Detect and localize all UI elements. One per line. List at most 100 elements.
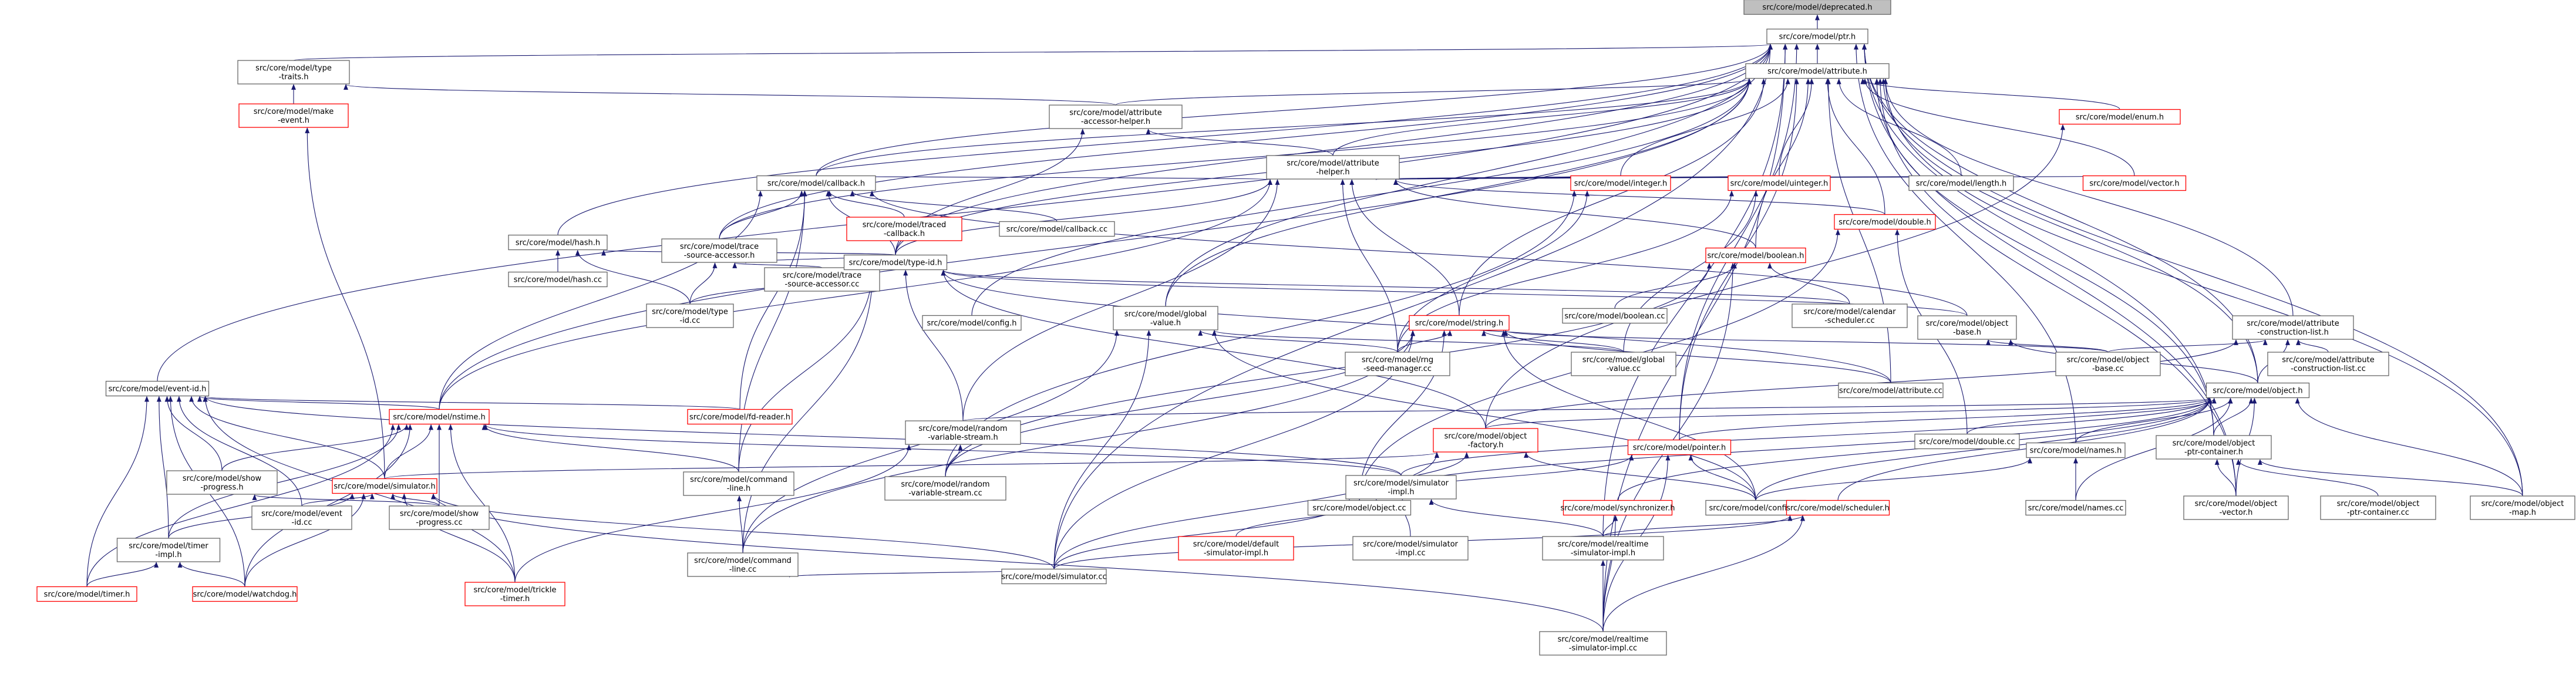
node-box xyxy=(332,478,437,494)
node-global-value[interactable]: src/core/model/global-value.h xyxy=(1113,306,1218,330)
node-attribute[interactable]: src/core/model/attribute.h xyxy=(1745,63,1890,79)
edge-rt-sim-impl-cc-to-scheduler xyxy=(1602,515,1805,632)
node-show-prog-cc[interactable]: src/core/model/show-progress.cc xyxy=(389,505,490,530)
node-attr-constr-cc[interactable]: src/core/model/attribute-construction-li… xyxy=(2267,352,2389,376)
node-object-cc[interactable]: src/core/model/object.cc xyxy=(1307,500,1412,516)
node-rng-seed[interactable]: src/core/model/rng-seed-manager.cc xyxy=(1345,352,1450,376)
node-label: src/core/model/synchronizer.h xyxy=(1560,504,1675,513)
node-sim-impl-cc[interactable]: src/core/model/simulator-impl.cc xyxy=(1352,536,1469,561)
node-label: src/core/model/type-id.h xyxy=(849,259,942,268)
node-enum[interactable]: src/core/model/enum.h xyxy=(2059,109,2181,125)
node-synchronizer[interactable]: src/core/model/synchronizer.h xyxy=(1560,500,1675,516)
node-cmd-line[interactable]: src/core/model/command-line.h xyxy=(683,471,794,496)
node-watchdog[interactable]: src/core/model/watchdog.h xyxy=(192,586,298,602)
node-obj-ptr-cont-cc[interactable]: src/core/model/object-ptr-container.cc xyxy=(2320,495,2436,520)
node-attr-constr[interactable]: src/core/model/attribute-construction-li… xyxy=(2232,315,2354,340)
node-obj-base[interactable]: src/core/model/object-base.h xyxy=(1917,315,2017,340)
node-config-h[interactable]: src/core/model/config.h xyxy=(922,315,1022,331)
edge-timer-to-timer-impl xyxy=(86,562,159,587)
node-callback[interactable]: src/core/model/callback.h xyxy=(756,175,876,191)
edge-cmd-line-cc-to-type-id xyxy=(742,269,875,554)
node-trace-src-cc[interactable]: src/core/model/trace-source-accessor.cc xyxy=(764,267,880,292)
edge-rt-sim-impl-cc-to-simulator xyxy=(431,493,1604,632)
edge-boolean-to-attribute xyxy=(1755,78,1811,248)
node-callback-cc[interactable]: src/core/model/callback.cc xyxy=(999,221,1115,237)
node-obj-map[interactable]: src/core/model/object-map.h xyxy=(2470,495,2575,520)
node-label: -simulator-impl.h xyxy=(1571,549,1635,558)
node-hash[interactable]: src/core/model/hash.h xyxy=(508,234,608,251)
node-string[interactable]: src/core/model/string.h xyxy=(1409,315,1510,331)
node-timer[interactable]: src/core/model/timer.h xyxy=(36,586,137,602)
node-hash-cc[interactable]: src/core/model/hash.cc xyxy=(508,271,608,288)
node-type-traits[interactable]: src/core/model/type-traits.h xyxy=(237,60,350,85)
node-label: -impl.cc xyxy=(1395,549,1425,558)
edge-rng-seed-to-global-value xyxy=(1198,330,1398,353)
node-deprecated: src/core/model/deprecated.h xyxy=(1743,0,1891,15)
node-names-cc[interactable]: src/core/model/names.cc xyxy=(2025,500,2126,516)
node-trace-src[interactable]: src/core/model/trace-source-accessor.h xyxy=(661,238,777,263)
node-type-id-cc[interactable]: src/core/model/type-id.cc xyxy=(646,303,734,328)
node-obj-vector[interactable]: src/core/model/object-vector.h xyxy=(2183,495,2289,520)
node-random-vs[interactable]: src/core/model/random-variable-stream.h xyxy=(905,420,1021,445)
edge-timer-impl-to-event-id xyxy=(156,396,169,539)
edge-trace-src-to-callback xyxy=(719,190,804,239)
node-object[interactable]: src/core/model/object.h xyxy=(2205,382,2310,399)
node-simulator-cc[interactable]: src/core/model/simulator.cc xyxy=(1001,568,1107,585)
node-box xyxy=(2082,175,2187,191)
node-box xyxy=(2055,352,2161,376)
node-pointer[interactable]: src/core/model/pointer.h xyxy=(1627,439,1732,456)
node-nstime[interactable]: src/core/model/nstime.h xyxy=(389,409,490,425)
node-event-id-cc[interactable]: src/core/model/event-id.cc xyxy=(251,505,352,530)
node-boolean[interactable]: src/core/model/boolean.h xyxy=(1705,247,1806,264)
node-uinteger[interactable]: src/core/model/uinteger.h xyxy=(1728,175,1831,191)
node-fd-reader[interactable]: src/core/model/fd-reader.h xyxy=(687,409,793,425)
edge-integer-to-attribute xyxy=(1620,78,1790,176)
node-length[interactable]: src/core/model/length.h xyxy=(1908,175,2014,191)
node-default-sim[interactable]: src/core/model/default-simulator-impl.h xyxy=(1178,536,1294,561)
node-rt-sim-impl[interactable]: src/core/model/realtime-simulator-impl.h xyxy=(1542,536,1664,561)
node-type-id[interactable]: src/core/model/type-id.h xyxy=(843,254,948,271)
node-attr-helper[interactable]: src/core/model/attribute-helper.h xyxy=(1266,155,1400,180)
node-make-event[interactable]: src/core/model/make-event.h xyxy=(238,103,349,128)
node-attribute-cc[interactable]: src/core/model/attribute.cc xyxy=(1838,382,1944,399)
node-label: src/core/model/simulator.cc xyxy=(1001,573,1106,582)
node-integer[interactable]: src/core/model/integer.h xyxy=(1570,175,1671,191)
node-vector[interactable]: src/core/model/vector.h xyxy=(2082,175,2187,191)
node-config-cc[interactable]: src/core/model/config.cc xyxy=(1705,500,1806,516)
node-scheduler[interactable]: src/core/model/scheduler.h xyxy=(1786,500,1890,516)
node-ptr[interactable]: src/core/model/ptr.h xyxy=(1766,28,1868,45)
node-label: src/core/model/trickle xyxy=(473,586,556,595)
node-event-id[interactable]: src/core/model/event-id.h xyxy=(105,380,210,397)
node-label: src/core/model/pointer.h xyxy=(1633,444,1726,453)
node-random-vs-cc[interactable]: src/core/model/random-variable-stream.cc xyxy=(884,476,1006,501)
node-double[interactable]: src/core/model/double.h xyxy=(1834,214,1936,230)
node-calendar[interactable]: src/core/model/calendar-scheduler.cc xyxy=(1792,303,1908,328)
edge-rng-seed-to-string xyxy=(1397,330,1453,353)
node-boolean-cc[interactable]: src/core/model/boolean.cc xyxy=(1562,308,1668,324)
node-sim-impl[interactable]: src/core/model/simulator-impl.h xyxy=(1345,475,1457,500)
node-show-prog[interactable]: src/core/model/show-progress.h xyxy=(166,470,278,495)
node-global-value-cc[interactable]: src/core/model/global-value.cc xyxy=(1571,352,1676,376)
node-traced-cb[interactable]: src/core/model/traced-callback.h xyxy=(846,217,962,241)
node-obj-factory[interactable]: src/core/model/object-factory.h xyxy=(1433,428,1538,453)
edge-trickle-to-random-vs xyxy=(514,444,911,583)
node-obj-ptr-cont[interactable]: src/core/model/object-ptr-container.h xyxy=(2156,435,2272,460)
node-box xyxy=(2183,495,2289,520)
edge-boolean-cc-to-boolean xyxy=(1614,262,1737,309)
node-box xyxy=(1266,155,1400,180)
node-attr-accessor[interactable]: src/core/model/attribute-accessor-helper… xyxy=(1049,104,1183,129)
node-obj-base-cc[interactable]: src/core/model/object-base.cc xyxy=(2055,352,2161,376)
node-cmd-line-cc[interactable]: src/core/model/command-line.cc xyxy=(687,552,799,577)
edge-uinteger-to-attribute xyxy=(1779,78,1814,176)
node-names-h[interactable]: src/core/model/names.h xyxy=(2026,442,2126,458)
node-double-cc[interactable]: src/core/model/double.cc xyxy=(1914,433,2020,450)
node-box xyxy=(1113,306,1218,330)
node-rt-sim-impl-cc[interactable]: src/core/model/realtime-simulator-impl.c… xyxy=(1539,631,1667,656)
node-trickle[interactable]: src/core/model/trickle-timer.h xyxy=(464,582,565,606)
node-label: src/core/model/type xyxy=(255,64,332,73)
edge-attr-accessor-to-type-traits xyxy=(344,84,1116,106)
node-box xyxy=(2205,382,2310,399)
node-simulator[interactable]: src/core/model/simulator.h xyxy=(332,478,437,494)
node-timer-impl[interactable]: src/core/model/timer-impl.h xyxy=(116,538,221,562)
node-box xyxy=(1705,247,1806,264)
